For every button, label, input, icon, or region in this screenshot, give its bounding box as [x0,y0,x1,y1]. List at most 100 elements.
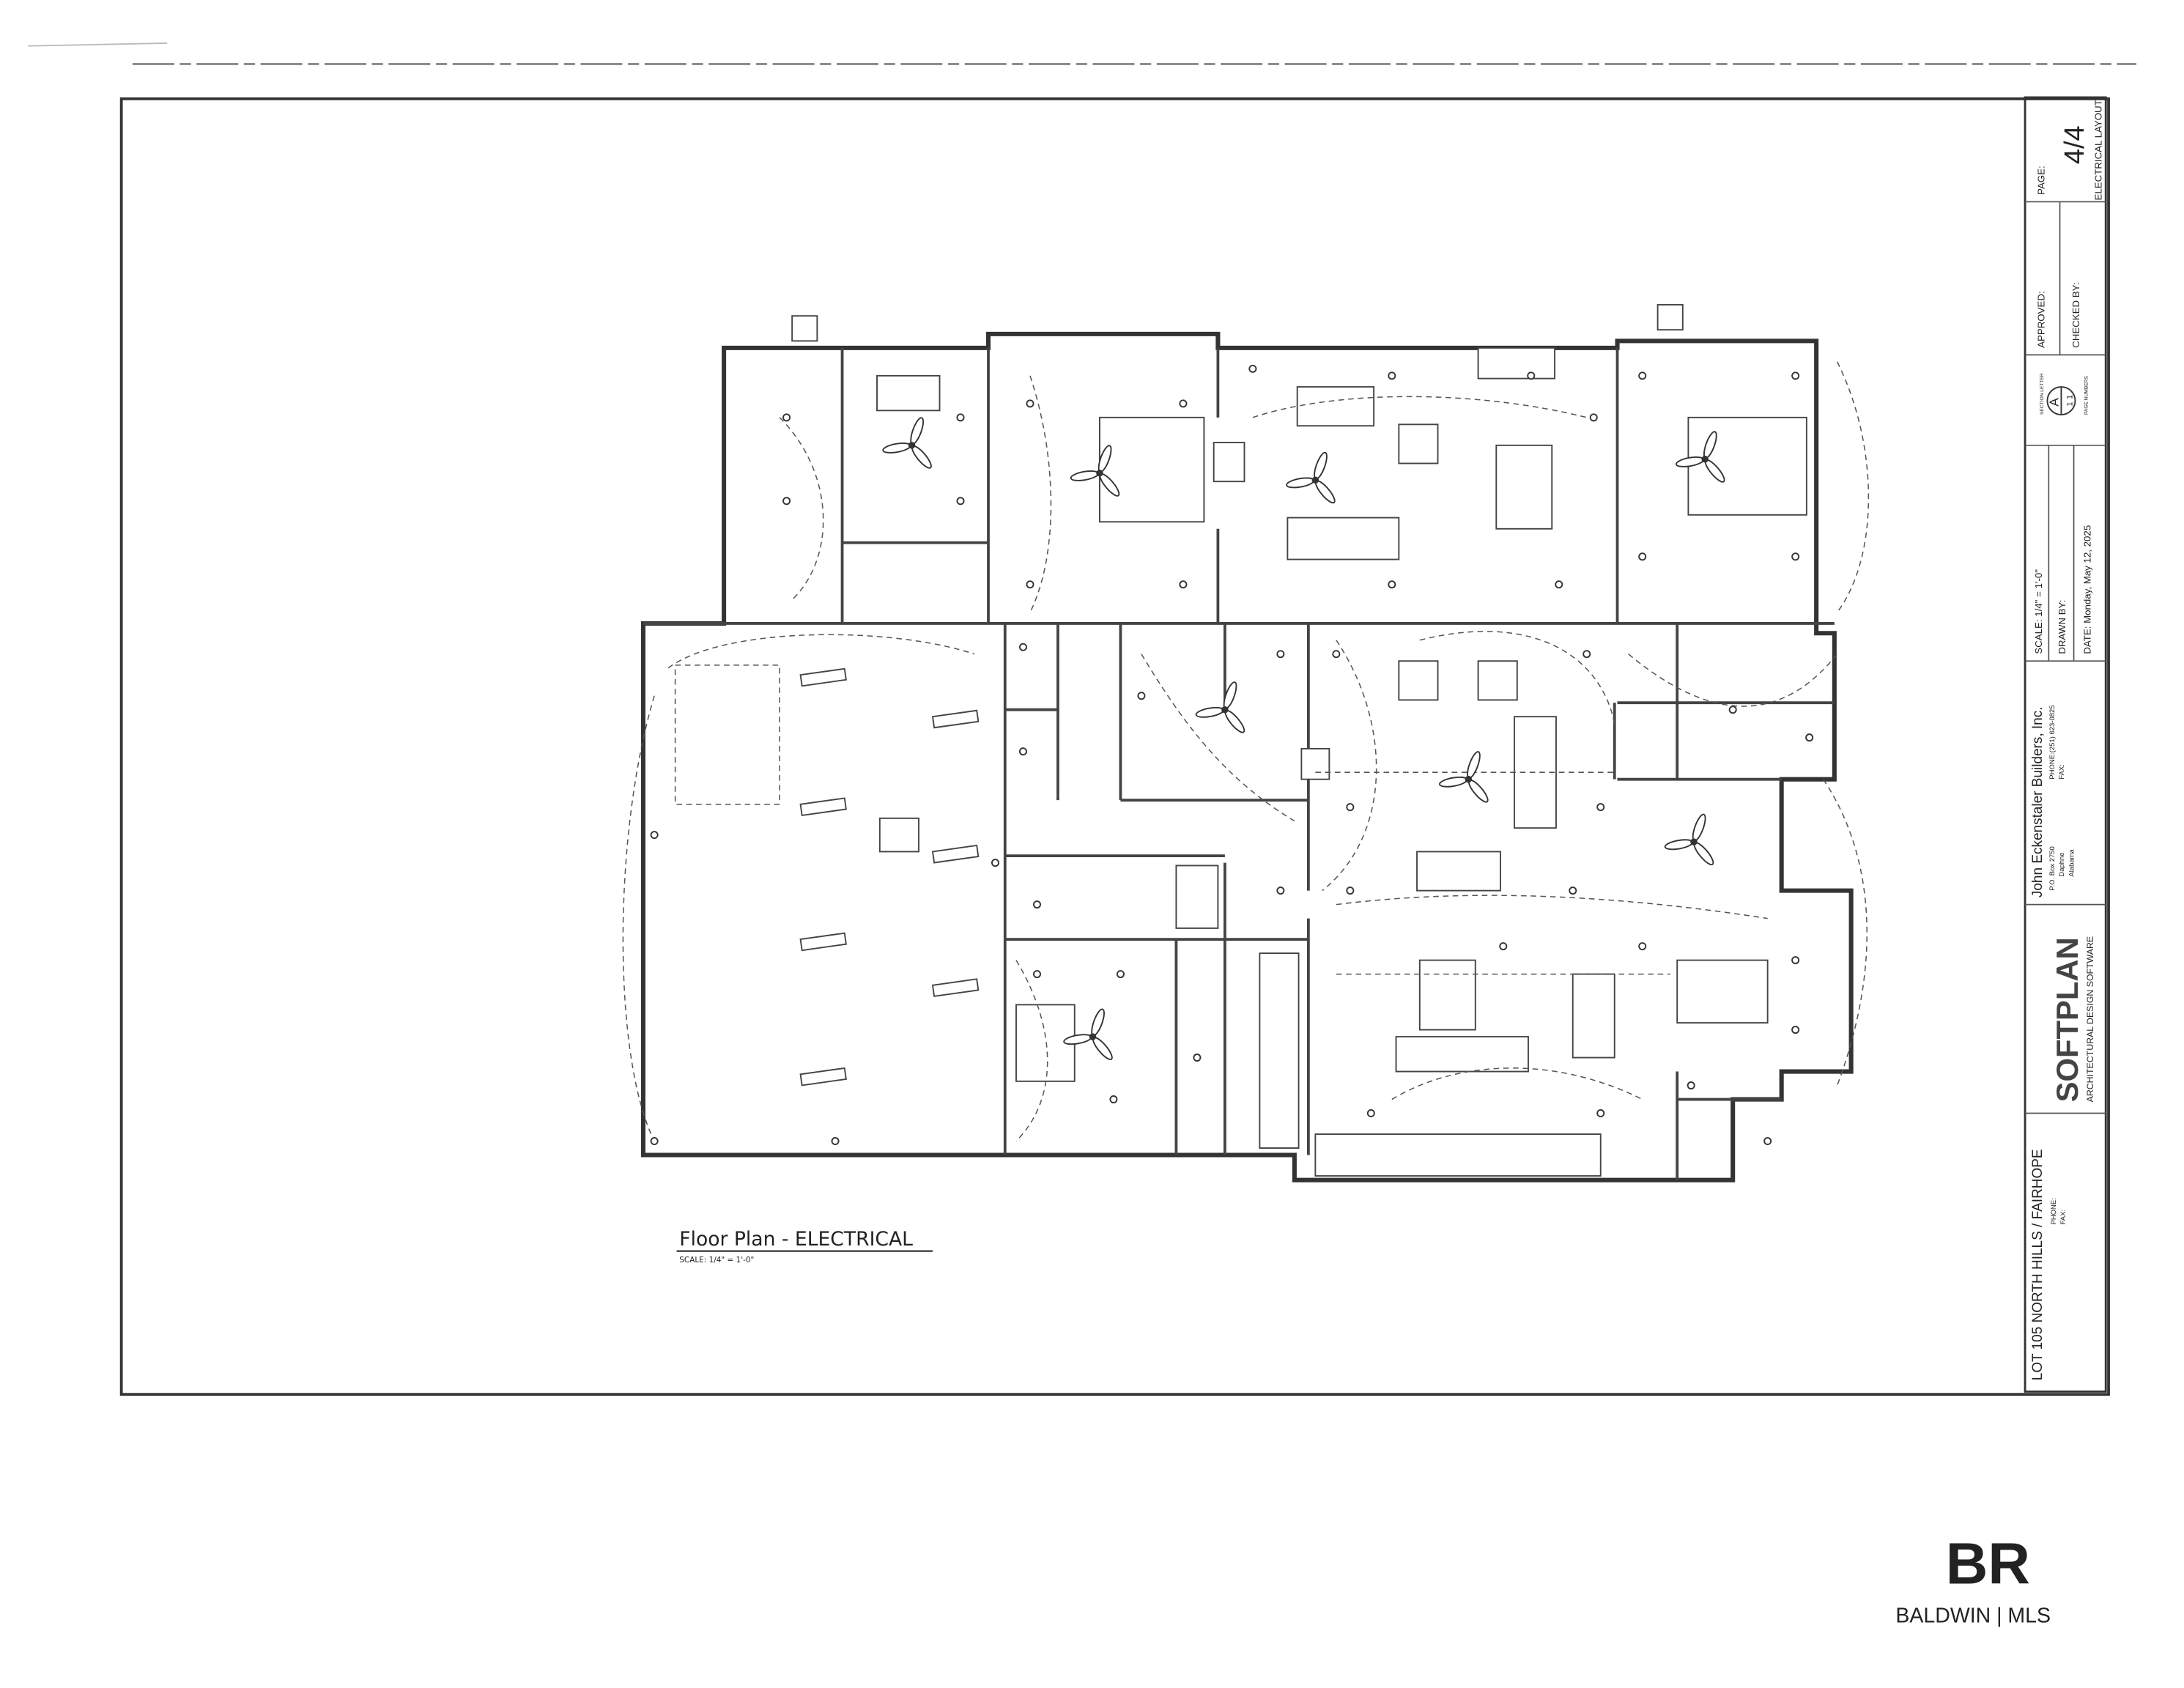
light-fixture-icon [1137,692,1146,700]
pantry-shelves-symbol [1259,952,1300,1149]
light-fixture-icon [1499,942,1508,951]
drawing-title: Floor Plan - ELECTRICAL [679,1228,913,1251]
page-number: 4/4 [2059,125,2090,164]
approved-label: APPROVED: [2036,291,2047,348]
company-name: John Eckenstaler Builders, Inc. [2030,706,2046,897]
circuit-path [1252,396,1587,418]
fireplace-symbol [1213,442,1245,483]
circuit-path [1141,654,1295,822]
sheet-border [119,97,2110,1396]
kitchen-counter-symbol [1314,1133,1602,1177]
svg-text:PAGE NUMBERS: PAGE NUMBERS [2084,376,2089,415]
light-fixture-icon [1728,706,1737,714]
circuit-path [1015,960,1048,1142]
bed-symbol [1098,416,1205,523]
company-address-3: Alabama [2068,848,2076,876]
light-fixture-icon [1032,970,1041,979]
circuit-path [622,695,655,1141]
scan-edge-mark [28,42,168,47]
garage-light-symbol [799,1067,847,1087]
ceiling-fan-icon [882,417,932,469]
light-fixture-icon [831,1137,840,1146]
svg-text:SECTION LETTER: SECTION LETTER [2040,373,2045,415]
bathtub-symbol [876,374,941,412]
ceiling-fan-icon [1675,431,1725,483]
ceiling-fan-icon [1195,681,1245,733]
fireplace-symbol [1300,747,1330,780]
light-fixture-icon [1388,371,1396,380]
circuit-path [1391,1067,1643,1100]
checked-by-label: CHECKED BY: [2070,283,2081,348]
drawn-by-label: DRAWN BY: [2057,600,2068,654]
light-fixture-icon [1638,371,1647,380]
circuit-path [667,634,975,669]
sofa-symbol [1572,973,1615,1059]
circuit-path [1628,654,1838,707]
light-fixture-icon [956,413,965,422]
light-fixture-icon [1018,643,1027,651]
light-fixture-icon [956,497,965,506]
light-fixture-icon [1687,1081,1695,1090]
light-fixture-icon [1791,371,1800,380]
interior-walls [643,347,1835,1180]
fixtures [791,304,1807,1177]
company-address-1: P.O. Box 2750 [2048,846,2057,890]
drawing-scale: SCALE: 1/4" = 1'-0" [679,1256,754,1265]
scale-field: SCALE: 1/4" = 1'-0" [2033,569,2044,654]
circuit-path [1823,779,1868,1086]
ceiling-fan-icon [1664,813,1714,866]
dining-table-symbol [1676,959,1769,1024]
garage-light-symbol [799,932,847,952]
light-fixture-icon [1026,399,1034,408]
light-fixture-icon [1569,886,1577,895]
light-fixture-icon [1596,1109,1605,1118]
svg-text:BALDWIN | MLS: BALDWIN | MLS [1895,1604,2051,1628]
title-block: PAGE: 4/4 ELECTRICAL LAYOUT APPROVED: CH… [2024,96,2107,1393]
project-name: LOT 105 NORTH HILLS / FAIRHOPE [2030,1149,2046,1380]
company-fax: FAX: [2058,764,2066,780]
light-fixture-icon [1346,803,1355,812]
sheet-name: ELECTRICAL LAYOUT [2093,100,2104,200]
ceiling-fan-icon [1286,451,1336,504]
circuit-lines [622,361,1870,1142]
ac-unit-symbol [1656,304,1684,331]
svg-text:A: A [2048,398,2062,407]
light-fixture-icon [1179,580,1188,589]
company-address-2: Daphne [2058,852,2066,876]
ceiling-fan-icon [1070,445,1120,497]
page-label: PAGE: [2036,166,2047,195]
light-fixture-icon [1791,552,1800,561]
light-fixture-icon [1032,900,1041,909]
project-fax: FAX: [2059,1210,2068,1225]
sofa-symbol [1287,517,1400,560]
ac-unit-symbol [791,315,818,342]
light-fixture-icon [1791,1026,1800,1034]
company-phone: PHONE:(251) 623-0825 [2048,705,2057,779]
light-fixture-icon [1332,650,1341,659]
garage-light-symbol [931,844,980,864]
circuit-path [1836,361,1870,613]
light-fixture-icon [1527,371,1536,380]
dining-chairs-symbol [1418,959,1476,1031]
light-fixture-icon [1179,399,1188,408]
light-fixture-icon [782,413,791,422]
light-fixture-icon [1346,886,1355,895]
cabinet-symbol [1477,347,1556,380]
circuit-path [1322,640,1377,892]
light-fixture-icon [1109,1095,1118,1104]
circuit-path [779,417,824,599]
light-fixture-icon [991,859,999,867]
ceiling-fan-icon [1439,751,1489,803]
dining-table-symbol [1495,444,1553,530]
light-fixture-icon [650,1137,659,1146]
attic-access-symbol [878,817,919,853]
garage-light-symbol [931,709,980,729]
light-fixture-icon [1805,733,1814,742]
light-fixture-icon [1116,970,1125,979]
section-marker: A 1 1 SECTION LETTER PAGE NUMBERS [2040,373,2089,415]
ceiling-fans [882,417,1725,1061]
light-fixture-icon [650,831,659,840]
ceiling-fan-icon [1063,1008,1113,1061]
floor-plan [622,304,1870,1182]
